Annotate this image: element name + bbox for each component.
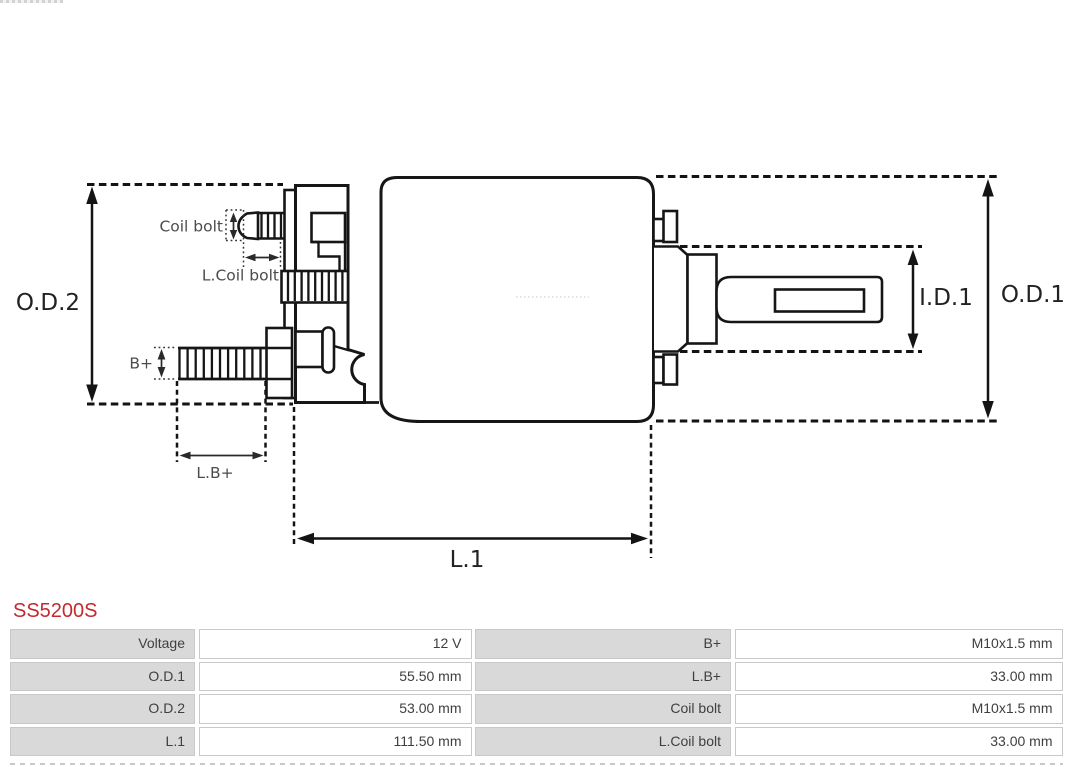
bplus-bolt-shank (178, 346, 266, 381)
spec-value: 111.50 mm (198, 726, 472, 756)
dim-id1: I.D.1 (907, 249, 973, 349)
bplus-bolt-threads (178, 349, 262, 378)
spec-value: M10x1.5 mm (734, 694, 1063, 724)
coil-bolt-label: Coil bolt (159, 218, 223, 236)
dim-b-plus: B+ (129, 346, 177, 380)
coil-bolt-head (237, 211, 260, 241)
plunger-face (654, 245, 689, 353)
spec-label: B+ (475, 629, 731, 659)
plunger-slot (773, 288, 866, 313)
od1-label: O.D.1 (1001, 282, 1065, 308)
terminal-tab-top-outer (662, 209, 679, 244)
od2-label: O.D.2 (16, 290, 80, 316)
spec-label: L.1 (10, 726, 195, 756)
flange-diagonal (333, 344, 350, 352)
dim-lb-plus: L.B+ (175, 381, 267, 482)
solenoid-body (379, 176, 655, 423)
coil-bolt-threads (260, 213, 283, 238)
spec-label: L.Coil bolt (475, 726, 731, 756)
spec-label: Voltage (10, 629, 195, 659)
l-coil-bolt-label: L.Coil bolt (202, 267, 279, 285)
spec-label: L.B+ (475, 661, 731, 691)
bplus-washer-plate (294, 330, 324, 369)
spec-value: 55.50 mm (198, 661, 472, 691)
next-row-partial-border (10, 763, 1063, 765)
terminal-tab-bottom-inner (652, 355, 665, 385)
dim-l1: L.1 (292, 407, 653, 573)
corner-mark (0, 0, 63, 3)
coil-thread-hatch (286, 272, 344, 301)
b-plus-label: B+ (129, 355, 153, 373)
l1-label: L.1 (450, 547, 485, 573)
spec-label: Coil bolt (475, 694, 731, 724)
bplus-nut-lines (266, 346, 292, 381)
dim-od1: O.D.1 (982, 179, 1065, 419)
spec-table: Voltage 12 V B+ M10x1.5 mm O.D.1 55.50 m… (10, 629, 1063, 756)
coil-bolt-shank (258, 211, 285, 240)
spec-label: O.D.2 (10, 694, 195, 724)
spec-label: O.D.1 (10, 661, 195, 691)
dim-od2: O.D.2 (16, 186, 98, 402)
flange-step-contour (311, 240, 341, 271)
spec-value: 12 V (198, 629, 472, 659)
spec-value: M10x1.5 mm (734, 629, 1063, 659)
lb-plus-label: L.B+ (196, 464, 233, 482)
spec-value: 33.00 mm (734, 726, 1063, 756)
spec-value: 33.00 mm (734, 661, 1063, 691)
dim-l-coil-bolt: L.Coil bolt (202, 253, 280, 285)
dim-coil-bolt: Coil bolt (159, 209, 282, 268)
spec-value: 53.00 mm (198, 694, 472, 724)
bplus-washer-pill (321, 326, 336, 374)
id1-label: I.D.1 (919, 285, 973, 311)
bplus-nut (265, 326, 294, 400)
plunger-collar (686, 253, 718, 345)
terminal-tab-bottom-outer (662, 353, 679, 386)
flange-notch (310, 211, 347, 244)
part-number-title: SS5200S (13, 600, 98, 622)
